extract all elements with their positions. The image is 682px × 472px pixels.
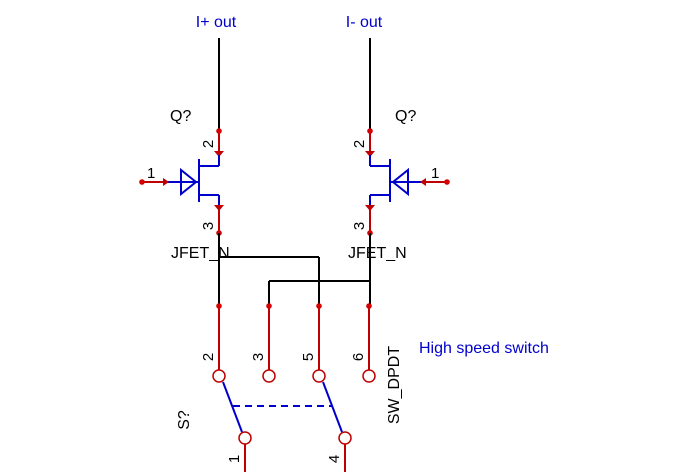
- jfet-left-gate-pin-arrow: [163, 178, 169, 186]
- net-label-i-minus-out: I- out: [346, 14, 383, 31]
- switch-pin-2-number: 2: [200, 353, 217, 361]
- jfet-right-drain-terminal: [367, 128, 373, 134]
- switch-blade-1: [222, 381, 243, 433]
- jfet-left: Q? 2 1 3 JFET_N: [139, 108, 230, 262]
- jfet-right-value: JFET_N: [348, 245, 407, 262]
- switch-common-4: [338, 431, 352, 445]
- switch-contact-5: [312, 369, 326, 383]
- switch-pin-5-terminal: [316, 303, 322, 309]
- switch-value: SW_DPDT: [386, 346, 403, 424]
- switch-pin-5-number: 5: [300, 353, 317, 361]
- switch-pin-4-number: 4: [326, 455, 343, 463]
- switch-pin-1-number: 1: [226, 455, 243, 463]
- switch-description: High speed switch: [419, 340, 549, 357]
- jfet-right: Q? 2 1 3 JFET_N: [348, 108, 450, 262]
- switch-refdes: S?: [176, 410, 193, 430]
- jfet-right-drain-pin-number: 2: [351, 140, 368, 148]
- jfet-right-gate-terminal: [444, 179, 450, 185]
- switch-common-1: [238, 431, 252, 445]
- jfet-left-gate-arrow: [180, 167, 198, 197]
- jfet-left-source-pin-number: 3: [200, 222, 217, 230]
- jfet-right-source-pin-number: 3: [351, 222, 368, 230]
- jfet-left-value: JFET_N: [171, 245, 230, 262]
- jfet-left-drain-terminal: [216, 128, 222, 134]
- jfet-left-drain-arrow: [214, 151, 224, 157]
- jfet-left-gate-terminal: [139, 179, 145, 185]
- jfet-left-gate-pin-number: 1: [147, 165, 155, 182]
- jfet-left-drain-pin-number: 2: [200, 140, 217, 148]
- jfet-right-source-arrow: [365, 205, 375, 211]
- interconnect-wires: [218, 233, 371, 306]
- switch-pin-3-number: 3: [250, 353, 267, 361]
- jfet-right-gate-pin-arrow: [420, 178, 426, 186]
- jfet-right-gate-arrow: [391, 167, 409, 197]
- jfet-right-gate-pin-number: 1: [431, 165, 439, 182]
- switch-pin-3-terminal: [266, 303, 272, 309]
- jfet-left-source-arrow: [214, 205, 224, 211]
- switch-contact-6: [362, 369, 376, 383]
- switch-contact-3: [262, 369, 276, 383]
- switch-pin-6-terminal: [366, 303, 372, 309]
- switch-contact-2: [212, 369, 226, 383]
- switch-dpdt: 2 3 5 6 1 4 S? SW_DPDT High speed switch: [176, 303, 549, 472]
- net-label-i-plus-out: I+ out: [196, 14, 237, 31]
- switch-pin-6-number: 6: [350, 353, 367, 361]
- switch-pin-2-terminal: [216, 303, 222, 309]
- jfet-right-drain-arrow: [365, 151, 375, 157]
- jfet-right-refdes: Q?: [395, 108, 416, 125]
- jfet-left-refdes: Q?: [170, 108, 191, 125]
- switch-blade-2: [322, 381, 343, 433]
